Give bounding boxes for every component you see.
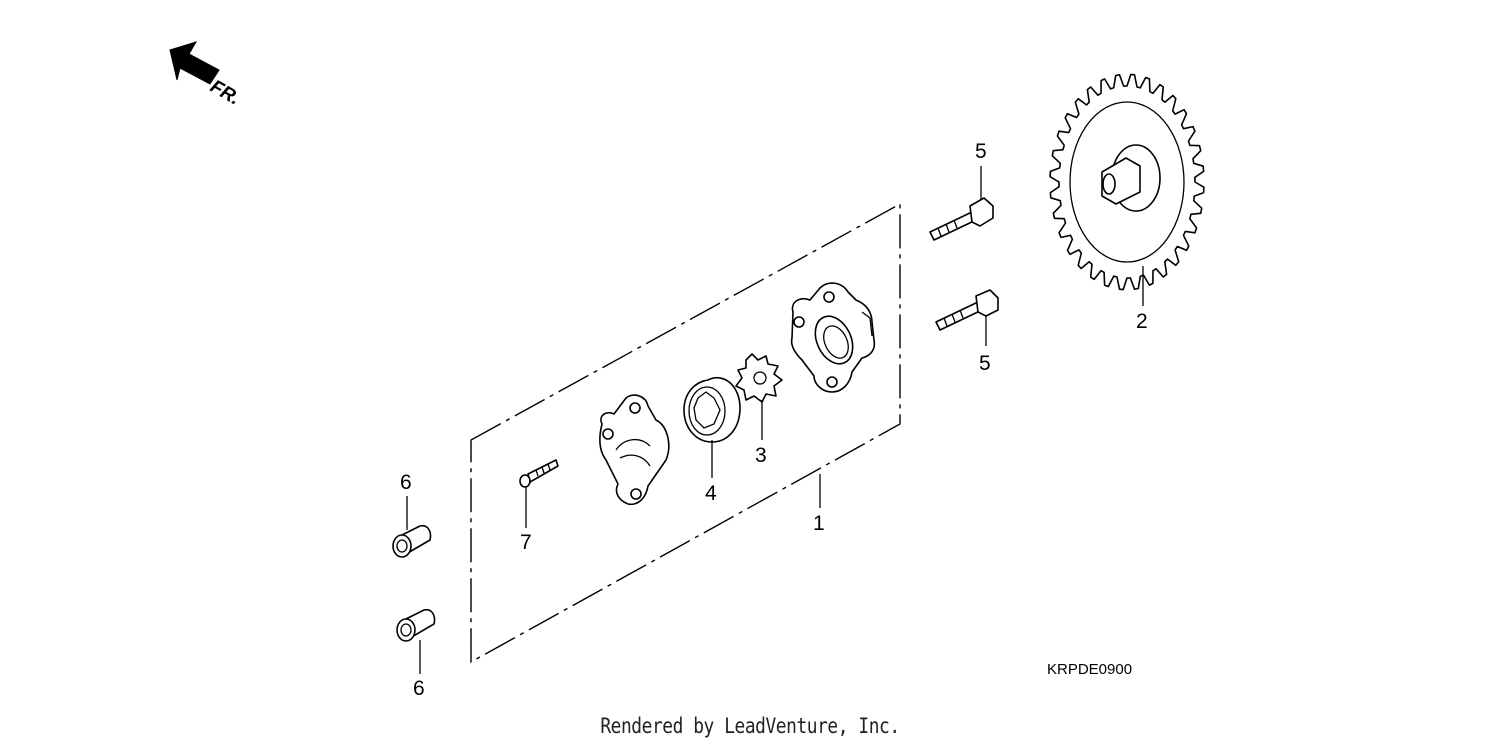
- oil-pump-driven-gear: [1049, 73, 1205, 291]
- inner-rotor: [735, 353, 783, 403]
- screw: [519, 459, 559, 488]
- callout-1: 1: [813, 512, 825, 535]
- diagram-code: KRPDE0900: [1047, 661, 1132, 678]
- dowel-pin-upper: [392, 524, 432, 558]
- callout-6-lower: 6: [413, 677, 425, 700]
- callout-5-lower: 5: [979, 352, 991, 375]
- callout-5-upper: 5: [975, 140, 987, 163]
- front-direction-indicator: FR.: [169, 41, 244, 110]
- pump-cover-plate: [599, 394, 670, 506]
- pump-body: [790, 282, 876, 393]
- outer-rotor: [683, 377, 741, 443]
- bolt-upper: [929, 197, 994, 241]
- callout-3: 3: [755, 444, 767, 467]
- callout-2: 2: [1136, 310, 1148, 333]
- dowel-pin-lower: [396, 608, 436, 642]
- footer-credit: Rendered by LeadVenture, Inc.: [600, 714, 900, 738]
- bolt-lower: [935, 289, 999, 331]
- assembly-boundary: [470, 202, 901, 664]
- callout-7: 7: [520, 531, 532, 554]
- leader-lines: [406, 166, 1144, 674]
- callout-4: 4: [705, 482, 717, 505]
- arrow-up-left-icon: [169, 41, 220, 85]
- callout-6-upper: 6: [400, 471, 412, 494]
